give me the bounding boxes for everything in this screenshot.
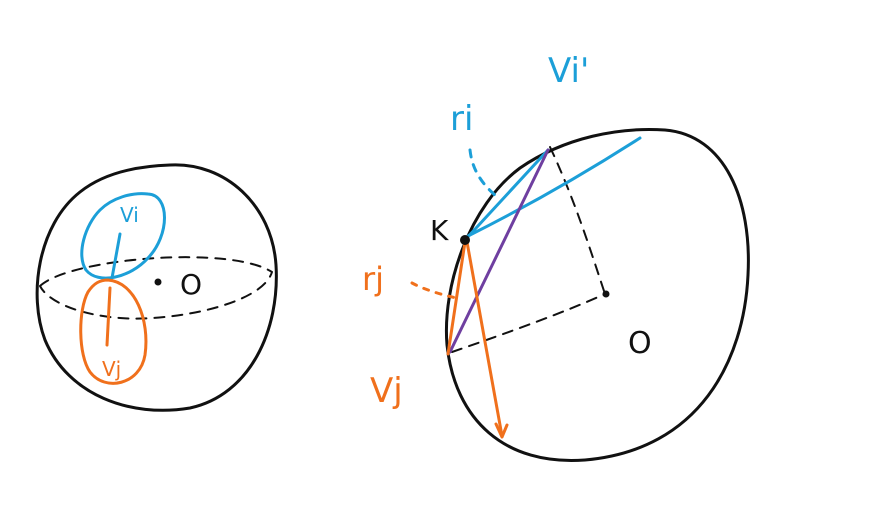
left-region-i-radius bbox=[110, 232, 122, 280]
right-sphere-outline bbox=[444, 128, 750, 463]
right-orange-dashed-rj bbox=[410, 281, 458, 300]
right-sphere-dashed-radius-top bbox=[549, 146, 606, 295]
right-blue-line-to-vi bbox=[463, 148, 550, 242]
point-k-label: K bbox=[430, 214, 449, 247]
left-sphere-center-dot bbox=[154, 278, 162, 286]
vi-prime-label: Vi' bbox=[548, 51, 589, 91]
right-sphere: O K Vi' ri rj Vj bbox=[362, 51, 750, 463]
right-orange-line-long bbox=[465, 240, 504, 438]
right-sphere-dashed-radius-bottom bbox=[451, 293, 606, 353]
right-orange-line-short bbox=[446, 240, 467, 356]
left-sphere: O Vi Vj bbox=[35, 163, 278, 412]
right-blue-dashed-ri bbox=[468, 148, 498, 198]
left-sphere-outline bbox=[35, 163, 278, 412]
left-region-j-label: Vj bbox=[102, 357, 121, 381]
left-region-i-label: Vi bbox=[120, 203, 139, 227]
right-purple-chord bbox=[448, 148, 550, 354]
left-sphere-center-label: O bbox=[180, 268, 202, 301]
left-sphere-equator bbox=[39, 256, 273, 320]
right-orange-arrow-tip bbox=[494, 422, 509, 439]
right-sphere-center-label: O bbox=[628, 326, 652, 361]
vj-label: Vj bbox=[370, 371, 403, 411]
right-blue-line-long bbox=[466, 136, 642, 238]
point-k-dot bbox=[460, 235, 470, 245]
rj-label: rj bbox=[362, 260, 384, 298]
right-sphere-center-dot bbox=[602, 290, 610, 298]
ri-label: ri bbox=[450, 99, 473, 139]
left-region-j-outline bbox=[79, 278, 148, 385]
left-region-j-radius bbox=[105, 286, 112, 347]
left-region-i-outline bbox=[80, 192, 166, 280]
